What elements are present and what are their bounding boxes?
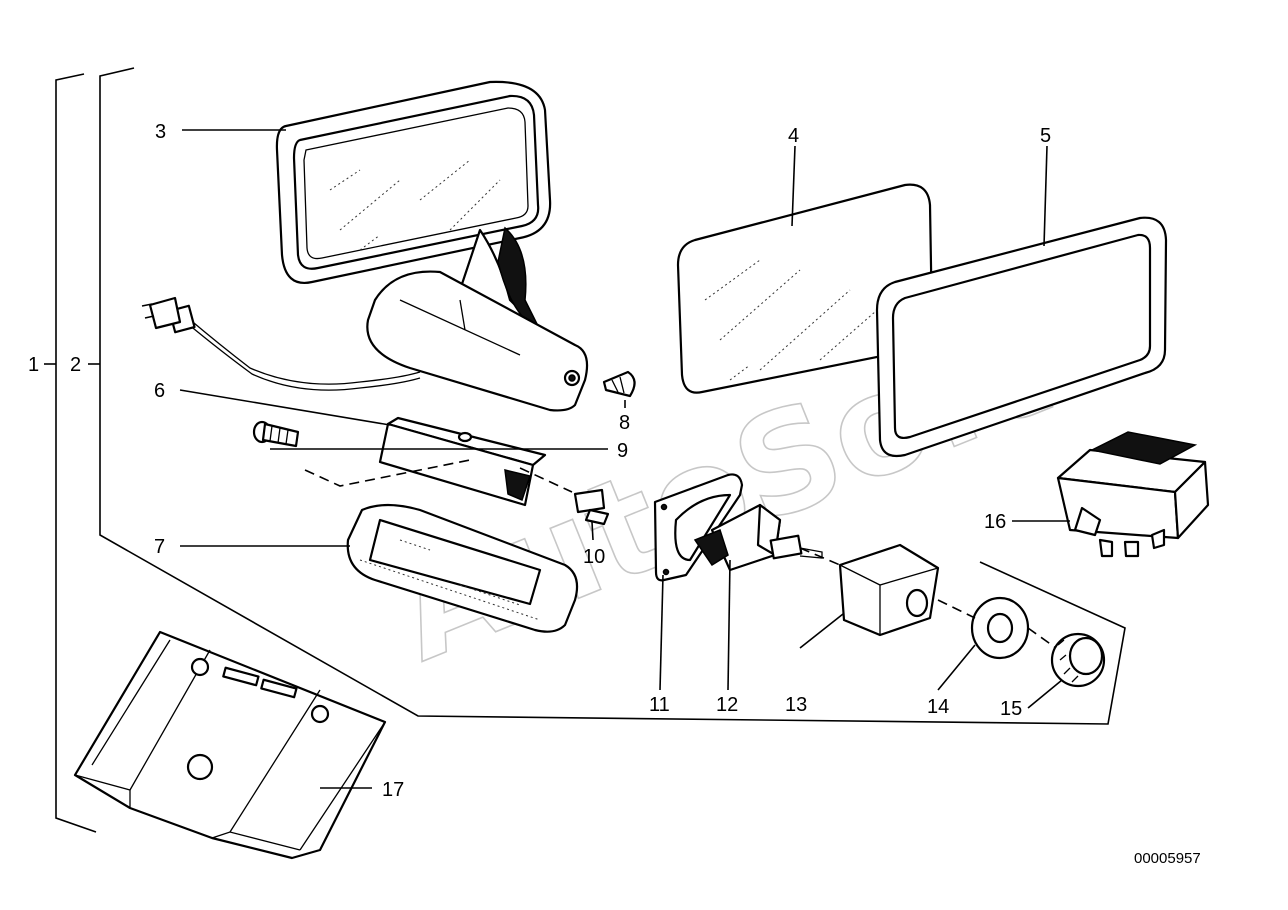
- knob-part-13: [838, 543, 940, 637]
- callout-6: 6: [154, 380, 165, 402]
- mirror-frame-part-5: [875, 216, 1168, 458]
- clip-part-10: [573, 488, 610, 526]
- mirror-housing-part-3: [275, 80, 589, 412]
- callout-labels: 1 2 3 4 5 6 7 8 9 10 11 12 13 14 15 16 1…: [28, 121, 1051, 801]
- callout-1: 1: [28, 354, 39, 376]
- ring-part-14: [970, 596, 1030, 660]
- callout-10: 10: [583, 546, 605, 568]
- callout-8: 8: [619, 412, 630, 434]
- trim-bezel-part-7: [346, 503, 579, 633]
- rocker-switch-part-16: [1056, 431, 1210, 558]
- callout-2: 2: [70, 354, 81, 376]
- assembly-bracket-1: [44, 73, 97, 833]
- callout-7: 7: [154, 536, 165, 558]
- mirror-cable: [141, 296, 421, 391]
- callout-12: 12: [716, 694, 738, 716]
- callout-14: 14: [927, 696, 949, 718]
- assembly-bracket-2: [88, 67, 1126, 725]
- callout-5: 5: [1040, 125, 1051, 147]
- callout-4: 4: [788, 125, 799, 147]
- callout-15: 15: [1000, 698, 1022, 720]
- screw: [252, 420, 300, 448]
- callout-9: 9: [617, 440, 628, 462]
- callout-3: 3: [155, 121, 166, 143]
- switch-part-12: [693, 503, 823, 572]
- callout-16: 16: [984, 511, 1006, 533]
- callout-11: 11: [649, 694, 670, 716]
- callout-17: 17: [382, 779, 404, 801]
- document-number: 00005957: [1134, 850, 1201, 867]
- nut-part-8: [602, 370, 636, 398]
- leader-lines: [179, 129, 1070, 789]
- cover-part-17: [73, 630, 387, 860]
- callout-13: 13: [785, 694, 807, 716]
- cap-part-15: [1050, 632, 1106, 688]
